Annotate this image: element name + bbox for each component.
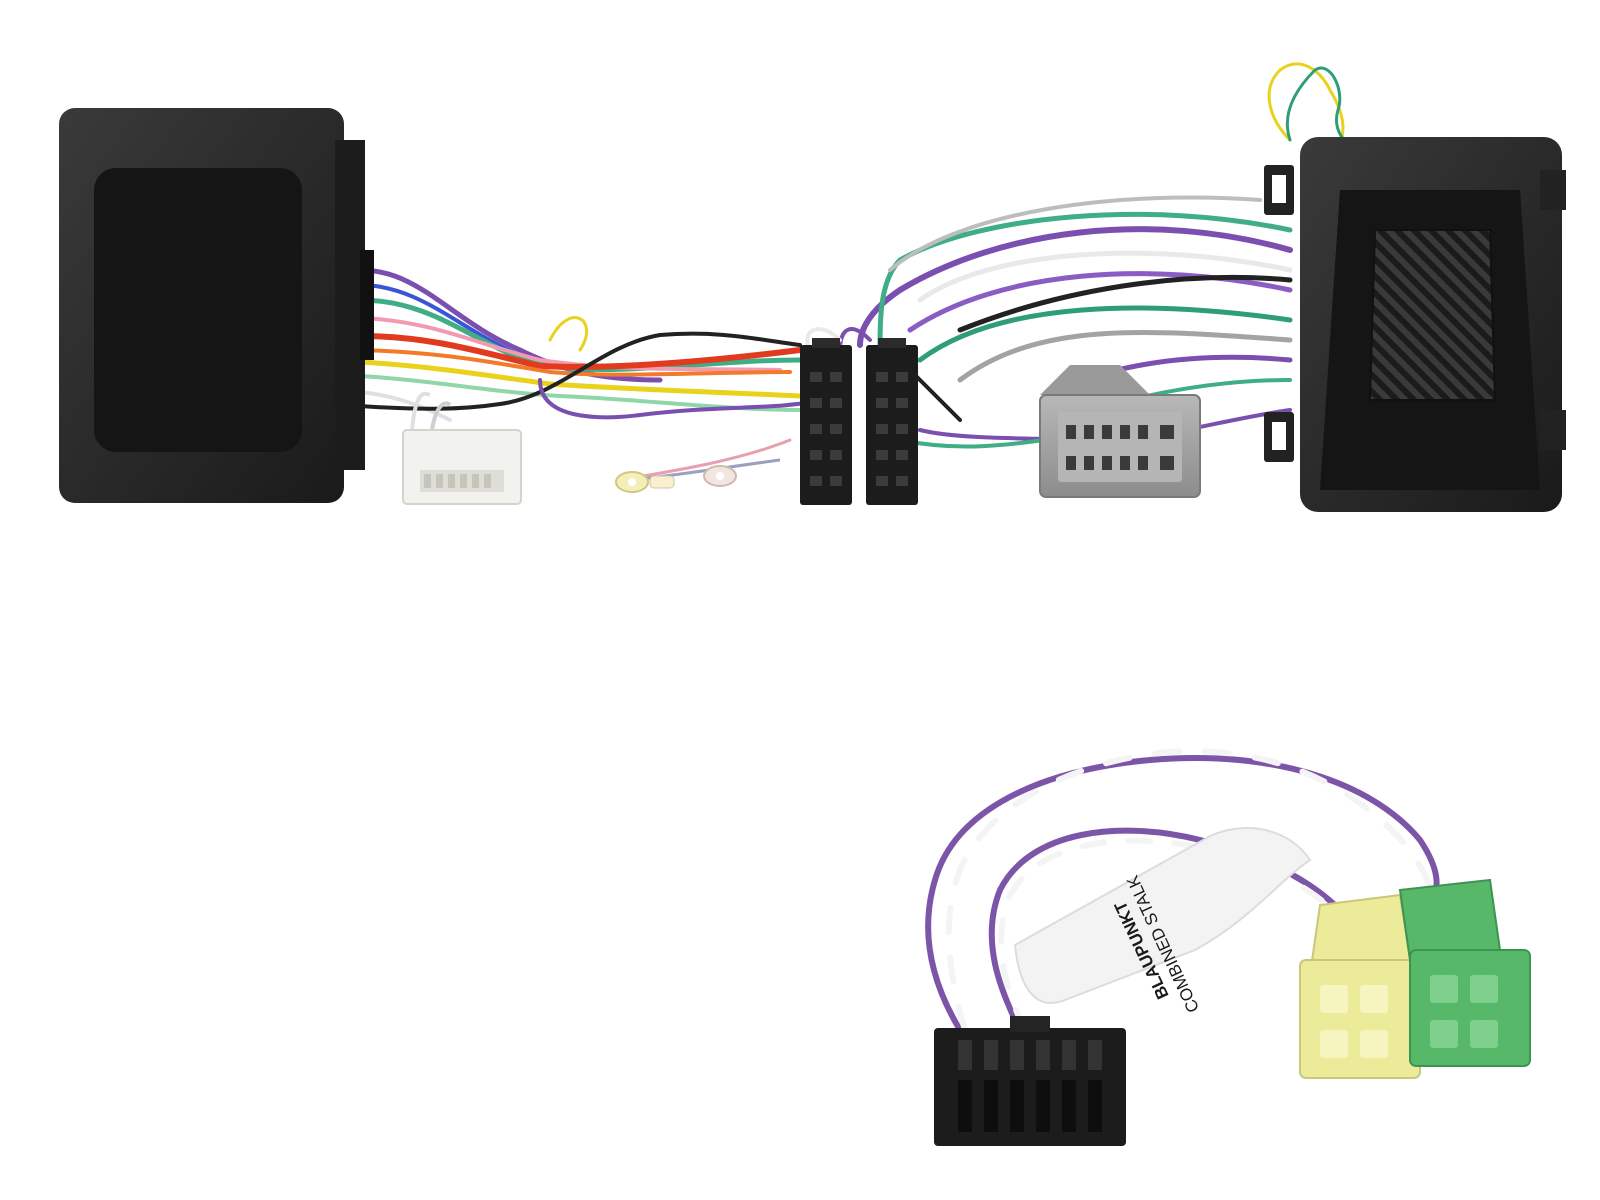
wire-white-stalk-outer xyxy=(945,748,1434,1033)
interface-module-right xyxy=(1264,137,1566,512)
yellow-mini-iso-connector xyxy=(1299,893,1421,1079)
wire-yellow-left xyxy=(357,359,803,399)
wire-white-left xyxy=(358,390,452,422)
harness-wire-bundle xyxy=(357,62,1352,482)
white-multipin-connector xyxy=(402,391,522,505)
wire-yellow-loop xyxy=(548,316,588,352)
wire-grey-right-2 xyxy=(888,195,1262,272)
wire-blue-left xyxy=(358,283,522,357)
stalk-label-tag: BLAUPUNKT COMBINED STALK xyxy=(1013,827,1312,1015)
interface-module-left xyxy=(59,108,374,503)
black-stalk-connector xyxy=(934,1016,1126,1146)
wire-orange-left xyxy=(358,348,792,377)
wire-purple-right-2 xyxy=(907,271,1293,333)
wire-purple-loop xyxy=(538,378,822,420)
wire-green-right-1 xyxy=(877,211,1293,348)
wire-white-stalk-inner xyxy=(998,837,1341,1033)
wire-purple-left xyxy=(357,267,663,383)
wire-pink-left xyxy=(358,316,782,372)
wire-white-to-iso xyxy=(805,327,842,352)
iso-connector-pair xyxy=(800,338,918,505)
ring-terminals xyxy=(615,458,781,493)
wire-yellow-twist-top xyxy=(1267,62,1345,147)
wire-green-right-2 xyxy=(917,305,1293,363)
wire-red-left xyxy=(357,333,803,370)
green-mini-iso-connector xyxy=(1398,878,1531,1067)
wire-purple-stalk-outer xyxy=(925,755,1440,1033)
grey-vehicle-connector xyxy=(1039,365,1201,498)
wire-grey-right-1 xyxy=(957,329,1293,383)
wire-white-right-1 xyxy=(917,250,1293,303)
wire-black-right-1 xyxy=(957,274,1293,333)
wire-purple-right-1 xyxy=(857,226,1293,348)
wire-green-twist-top xyxy=(1285,66,1352,152)
